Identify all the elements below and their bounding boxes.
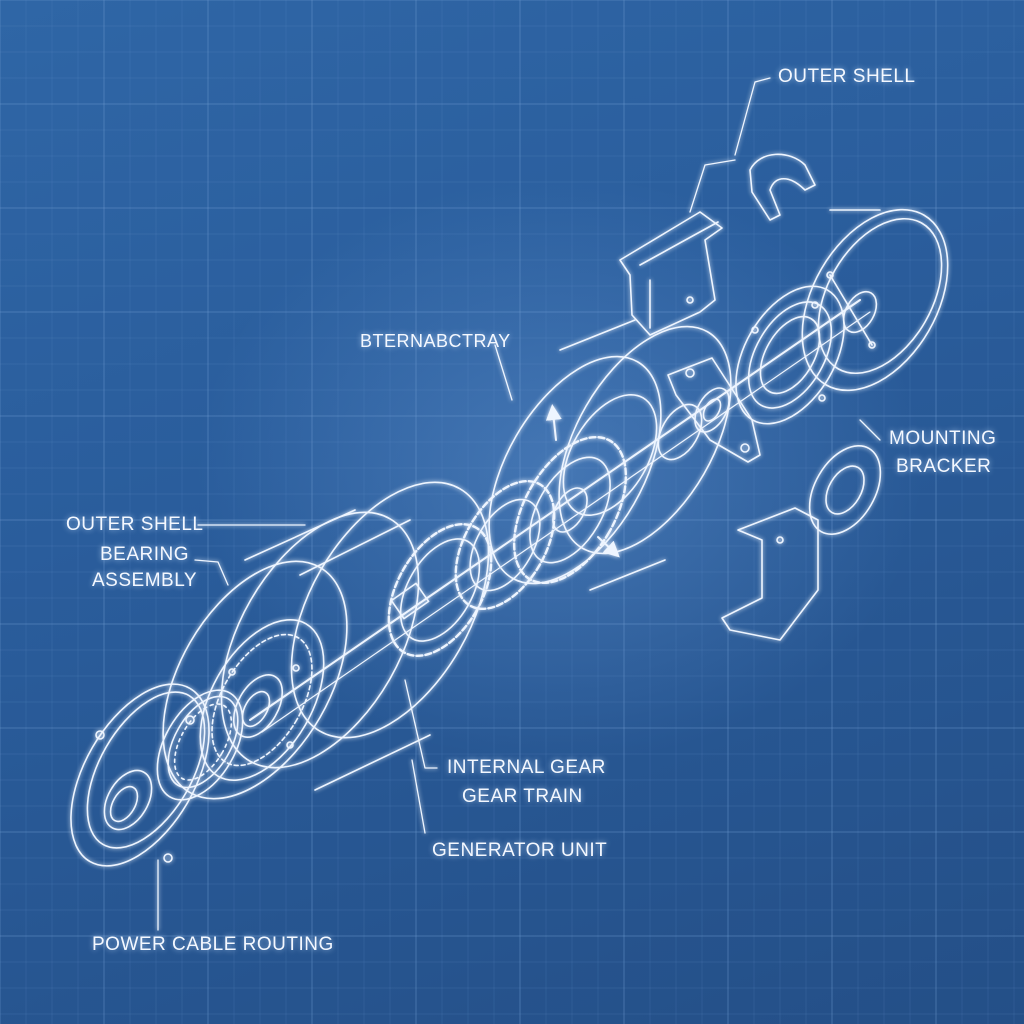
u-clip	[749, 153, 816, 221]
gear-train	[387, 435, 628, 657]
outer-shell-drum-left	[162, 481, 490, 800]
label-assembly: ASSEMBLY	[92, 570, 198, 591]
main-shaft-edge	[261, 311, 871, 733]
label-generator-unit: GENERATOR UNIT	[432, 840, 608, 861]
label-outer-shell-top: OUTER SHELL	[778, 66, 916, 87]
label-tray: BTERNABCTRAY	[360, 331, 511, 351]
label-bracker: BRACKER	[896, 456, 992, 477]
upper-bearing-ring	[735, 285, 845, 425]
label-gear-train: GEAR TRAIN	[462, 786, 583, 807]
end-cap-flange	[70, 683, 210, 867]
upper-bracket	[619, 211, 723, 336]
leader-lines	[157, 77, 881, 931]
end-cover-disc	[801, 208, 949, 392]
label-internal-gear: INTERNAL GEAR	[447, 757, 606, 778]
label-bearing: BEARING	[100, 544, 190, 565]
bearing-ring	[156, 689, 244, 801]
label-power-cable-routing: POWER CABLE ROUTING	[92, 934, 334, 955]
mounting-plate	[667, 357, 761, 463]
lower-bracket	[721, 507, 819, 641]
generator-housing	[488, 319, 732, 591]
label-mounting: MOUNTING	[889, 428, 997, 449]
shaft-bearing	[657, 387, 730, 461]
label-outer-shell-left: OUTER SHELL	[66, 514, 204, 535]
bearing-assembly	[199, 618, 325, 782]
washer	[808, 445, 882, 535]
